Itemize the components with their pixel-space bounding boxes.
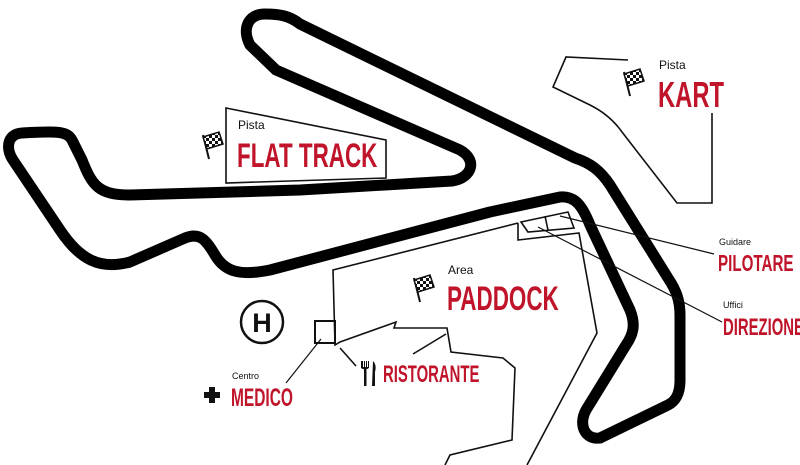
kart-label: KART [658, 75, 724, 115]
medical-cross-icon [204, 387, 220, 403]
pilotare-prefix: Guidare [719, 237, 751, 247]
medical-building [314, 320, 336, 344]
medico-label: MEDICO [231, 384, 293, 412]
main-circuit-track [3, 8, 686, 444]
flat-track-prefix: Pista [238, 118, 265, 132]
fork-knife-icon [361, 361, 376, 386]
flat-track-outline [225, 107, 387, 184]
checkered-flag-icon [623, 68, 645, 97]
ristorante-label: RISTORANTE [383, 362, 479, 388]
medico-callout-line [285, 338, 322, 384]
flat-track-label: FLAT TRACK [237, 137, 378, 175]
medico-prefix: Centro [232, 371, 259, 381]
helipad-letter: H [252, 308, 272, 338]
paddock-prefix: Area [448, 263, 474, 277]
kart-track-outline [551, 56, 713, 204]
pilotare-label: PILOTARE [718, 251, 794, 277]
checkered-flag-icon [202, 131, 224, 160]
paddock-outline [332, 222, 598, 465]
kart-prefix: Pista [659, 58, 686, 72]
direzione-prefix: Uffici [723, 300, 743, 310]
direzione-callout-line [537, 226, 723, 323]
helipad-icon: H [239, 299, 285, 345]
pilotare-callout-line [559, 215, 715, 255]
direzione-label: DIREZIONE [723, 315, 800, 341]
restaurant-inner-line [412, 333, 447, 355]
ristorante-callout-line [339, 347, 357, 367]
office-buildings [519, 211, 576, 233]
paddock-label: PADDOCK [447, 280, 559, 318]
checkered-flag-icon [413, 274, 435, 303]
